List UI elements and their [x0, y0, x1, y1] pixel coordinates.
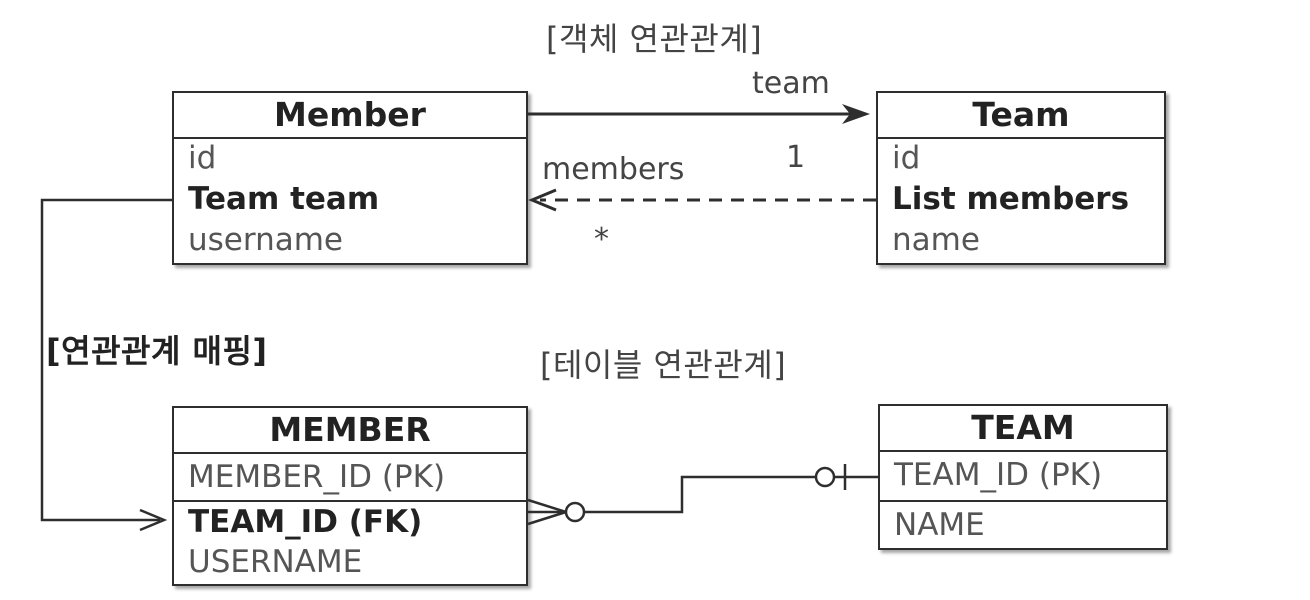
member-column-team-id: TEAM_ID (FK): [188, 504, 423, 540]
team-reference-arrow: [528, 104, 870, 124]
member-field-username: username: [188, 222, 343, 258]
member-table-title: MEMBER: [174, 408, 526, 454]
table-relation-heading: [테이블 연관관계]: [540, 346, 787, 384]
team-entity-title: Team: [878, 93, 1164, 139]
object-relation-heading: [객체 연관관계]: [546, 20, 763, 58]
multiplicity-one-label: 1: [786, 140, 806, 175]
team-field-id: id: [892, 140, 921, 176]
member-entity-title: Member: [174, 93, 526, 139]
members-reference-arrow: [528, 188, 876, 212]
mapping-arrow: [40, 198, 172, 532]
member-table-box: MEMBER MEMBER_ID (PK) TEAM_ID (FK) USERN…: [172, 406, 528, 586]
team-table-box: TEAM TEAM_ID (PK) NAME: [878, 404, 1168, 550]
team-entity-box: Team id List members name: [876, 91, 1166, 265]
team-association-label: team: [752, 66, 830, 101]
team-field-members: List members: [892, 181, 1130, 217]
team-field-name: name: [892, 222, 980, 258]
multiplicity-many-label: *: [594, 222, 609, 257]
team-table-title: TEAM: [880, 406, 1166, 452]
member-field-team: Team team: [188, 181, 380, 217]
member-column-member-id: MEMBER_ID (PK): [174, 454, 526, 502]
erd-relationship-line: [527, 464, 878, 526]
member-field-id: id: [188, 140, 217, 176]
member-column-username: USERNAME: [188, 544, 363, 580]
mapping-heading: [연관관계 매핑]: [46, 332, 268, 370]
team-column-team-id: TEAM_ID (PK): [880, 452, 1166, 502]
member-entity-box: Member id Team team username: [172, 91, 528, 265]
members-association-label: members: [542, 152, 685, 187]
team-column-name: NAME: [894, 507, 985, 543]
